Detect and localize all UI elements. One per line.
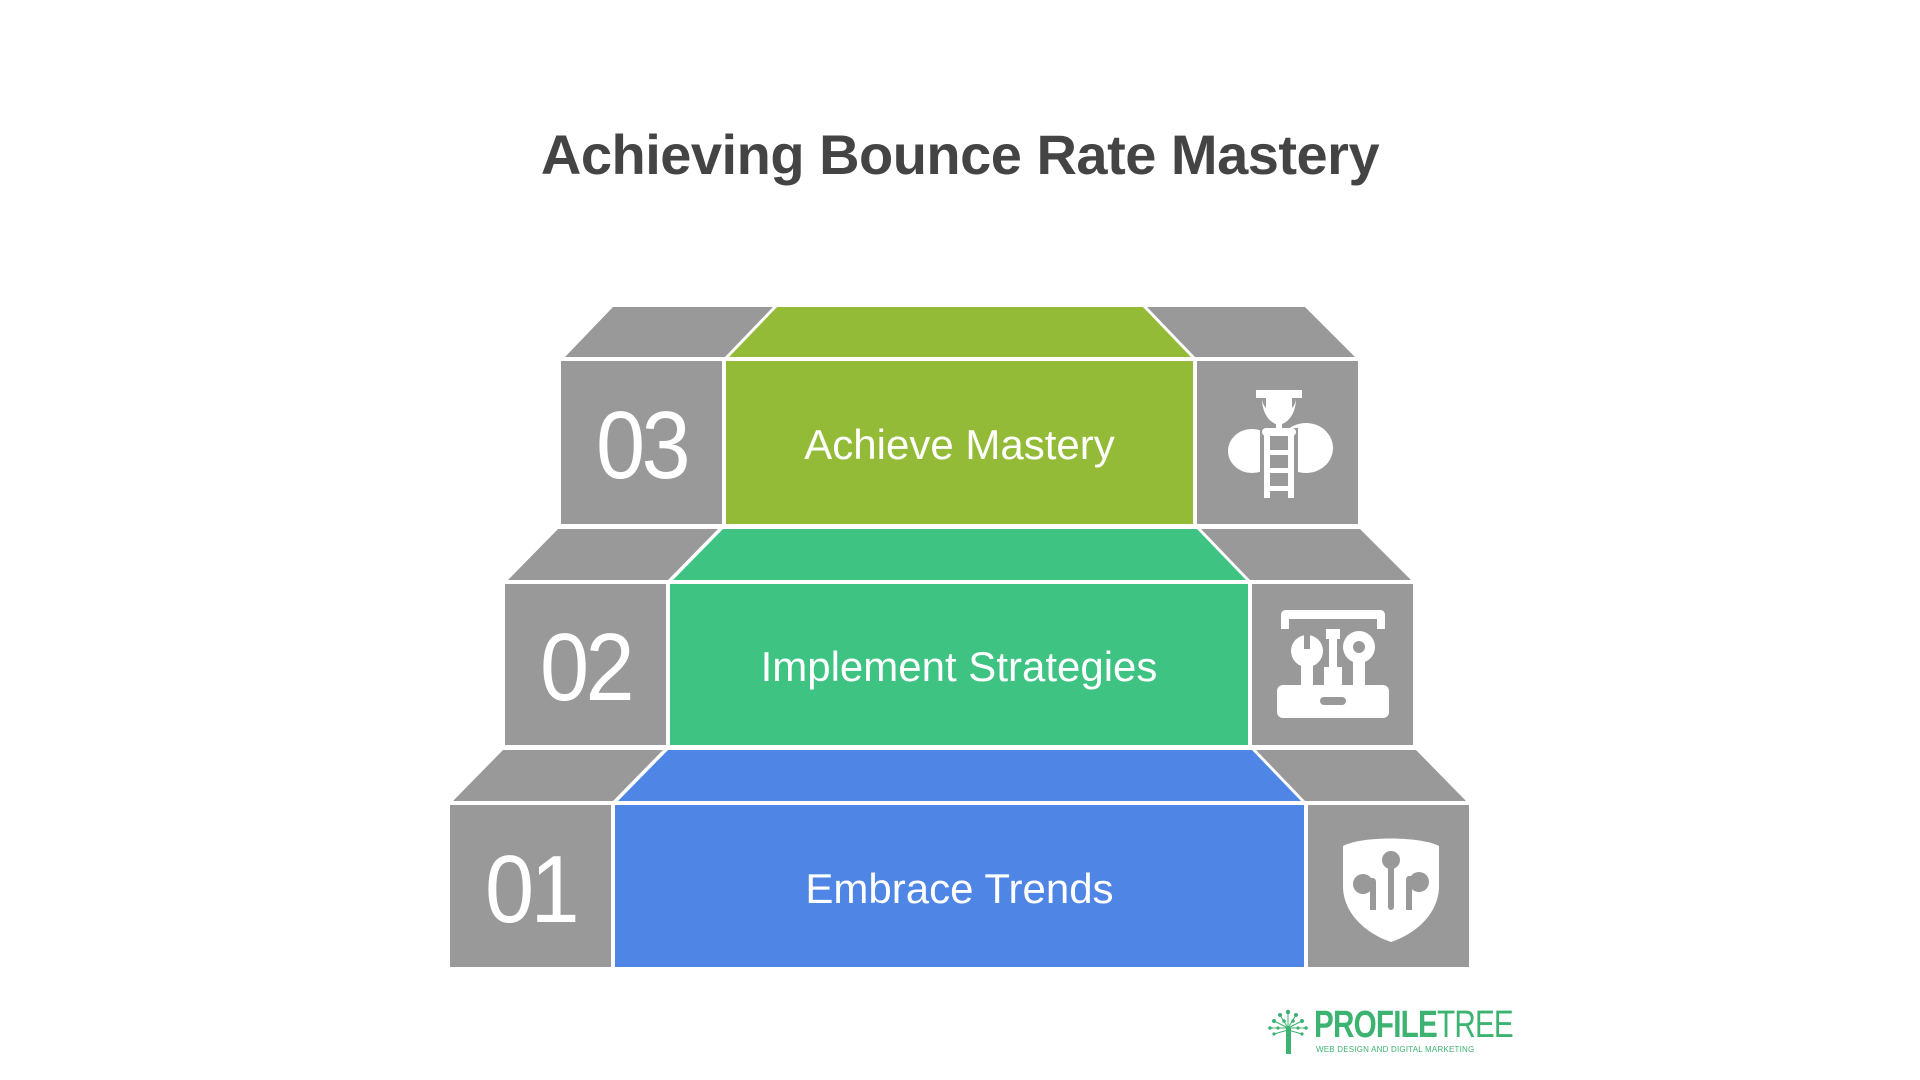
step-3-center-front bbox=[726, 361, 1193, 524]
logo-name-bold: PROFILE bbox=[1314, 1004, 1438, 1046]
step-1-label: Embrace Trends bbox=[805, 865, 1114, 912]
step-3 bbox=[561, 307, 1358, 524]
step-1 bbox=[450, 750, 1469, 967]
step-1-number: 01 bbox=[485, 836, 580, 943]
step-1-center-front bbox=[615, 805, 1304, 967]
trophy-ladder-icon bbox=[1228, 390, 1333, 500]
step-1-left-front bbox=[450, 805, 611, 967]
diagram-title: Achieving Bounce Rate Mastery bbox=[540, 123, 1380, 186]
tree-icon bbox=[1268, 1009, 1308, 1054]
step-2-label: Implement Strategies bbox=[760, 643, 1158, 690]
step-1-center-top-face bbox=[618, 750, 1301, 801]
step-3-label: Achieve Mastery bbox=[804, 421, 1115, 468]
step-2-number: 02 bbox=[540, 614, 635, 721]
step-2-center-front bbox=[670, 584, 1248, 745]
step-3-left-front bbox=[561, 361, 722, 524]
step-2 bbox=[505, 529, 1413, 745]
toolbox-icon bbox=[1277, 610, 1389, 718]
step-3-left-top-face bbox=[565, 307, 773, 357]
step-3-number: 03 bbox=[596, 392, 691, 499]
step-2-left-front bbox=[505, 584, 666, 745]
step-1-left-top-face bbox=[453, 750, 663, 801]
logo-wordmark: PROFILETREE bbox=[1314, 1004, 1514, 1046]
shield-circuit-icon bbox=[1343, 838, 1439, 942]
step-2-right-top-face bbox=[1201, 529, 1411, 580]
profiletree-logo: PROFILETREE WEB DESIGN AND DIGITAL MARKE… bbox=[1266, 1006, 1514, 1058]
step-2-center-top-face bbox=[673, 529, 1246, 580]
logo-name-light: TREE bbox=[1436, 1004, 1514, 1046]
step-1-right-top-face bbox=[1256, 750, 1466, 801]
step-3-right-top-face bbox=[1147, 307, 1355, 357]
step-2-left-top-face bbox=[508, 529, 718, 580]
logo-tagline: WEB DESIGN AND DIGITAL MARKETING bbox=[1316, 1045, 1475, 1054]
step-3-center-top-face bbox=[729, 307, 1191, 357]
